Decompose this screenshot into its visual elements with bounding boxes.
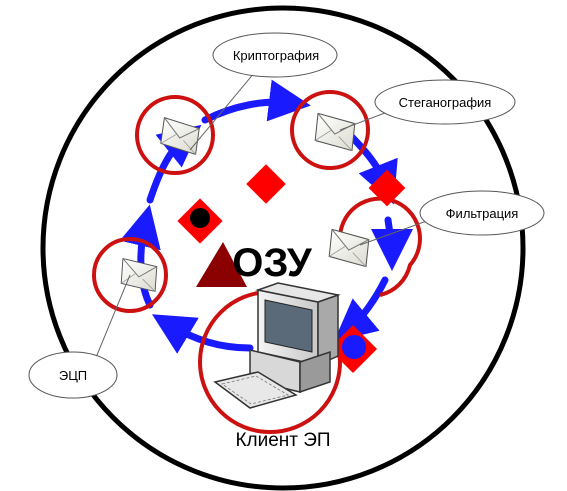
node-ring-stegano bbox=[290, 90, 370, 170]
callout-stegano: Стеганография bbox=[374, 79, 516, 125]
callout-stegano-label: Стеганография bbox=[399, 95, 492, 110]
node-ring-ecp bbox=[92, 237, 168, 313]
client-label: Клиент ЭП bbox=[235, 430, 330, 451]
callout-crypto: Криптография bbox=[212, 32, 338, 78]
callout-filter-label: Фильтрация bbox=[446, 206, 519, 221]
dot-black bbox=[190, 208, 210, 228]
node-ring-filter bbox=[337, 196, 422, 297]
callout-filter: Фильтрация bbox=[419, 190, 545, 236]
computer-icon bbox=[213, 282, 341, 409]
node-rings bbox=[92, 90, 422, 434]
callout-ecp-label: ЭЦП bbox=[59, 368, 87, 383]
node-ring-crypto bbox=[135, 95, 215, 175]
callout-crypto-label: Криптография bbox=[233, 48, 319, 63]
center-label: ОЗУ bbox=[232, 241, 313, 285]
dot-blue bbox=[342, 335, 366, 359]
callout-ecp: ЭЦП bbox=[28, 351, 118, 399]
triangle-icon bbox=[196, 242, 247, 287]
